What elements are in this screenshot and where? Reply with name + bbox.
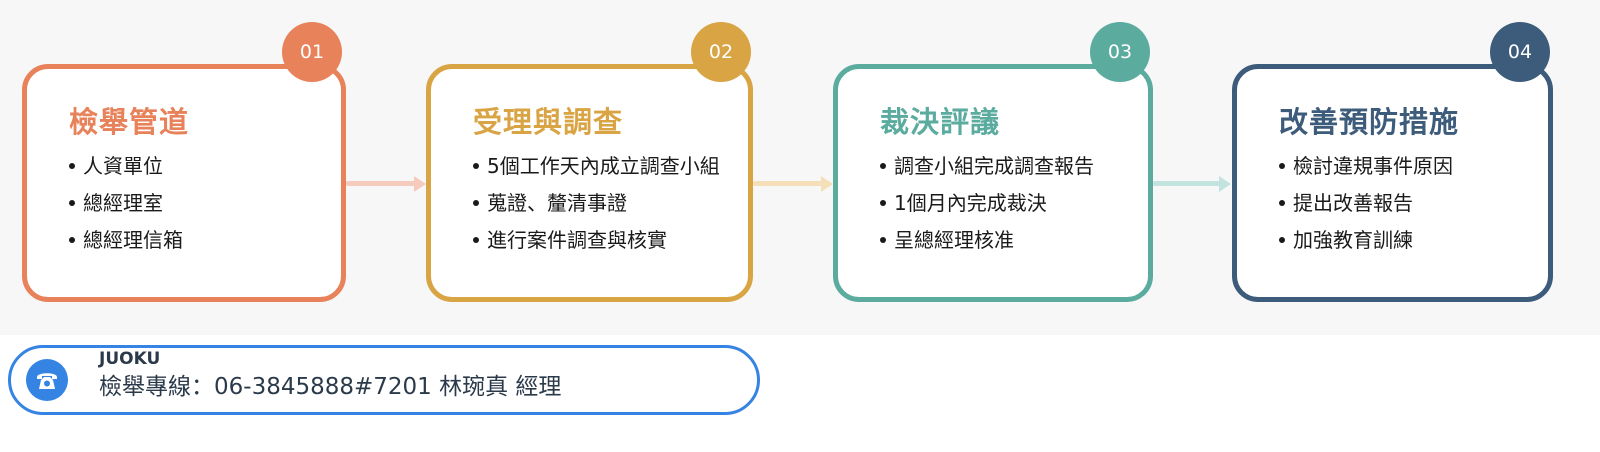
arrow-right-icon: [753, 176, 833, 192]
hotline-text: 檢舉專線：06-3845888#7201 林琬真 經理: [99, 374, 562, 400]
step-number-badge: 02: [691, 22, 751, 82]
step-number-badge: 01: [282, 22, 342, 82]
phone-icon: [26, 359, 68, 401]
hotline-contact-box: JUOKU 檢舉專線：06-3845888#7201 林琬真 經理: [8, 345, 760, 415]
bullet-icon: [880, 237, 886, 243]
bullet-icon: [1279, 200, 1285, 206]
step-card-4: 改善預防措施 檢討違規事件原因 提出改善報告 加強教育訓練: [1232, 64, 1553, 302]
bullet-icon: [473, 200, 479, 206]
step-item: 蒐證、釐清事證: [473, 188, 720, 225]
step-item: 提出改善報告: [1279, 188, 1453, 225]
step-item: 5個工作天內成立調查小組: [473, 151, 720, 188]
bullet-icon: [473, 237, 479, 243]
bullet-icon: [880, 163, 886, 169]
bullet-icon: [69, 200, 75, 206]
step-list: 5個工作天內成立調查小組 蒐證、釐清事證 進行案件調查與核實: [473, 151, 720, 262]
step-item: 檢討違規事件原因: [1279, 151, 1453, 188]
step-list: 檢討違規事件原因 提出改善報告 加強教育訓練: [1279, 151, 1453, 262]
step-item: 人資單位: [69, 151, 183, 188]
step-card-1: 檢舉管道 人資單位 總經理室 總經理信箱: [22, 64, 346, 302]
bullet-icon: [473, 163, 479, 169]
bullet-icon: [880, 200, 886, 206]
step-title: 檢舉管道: [69, 105, 190, 139]
step-item: 加強教育訓練: [1279, 225, 1453, 262]
step-list: 調查小組完成調查報告 1個月內完成裁決 呈總經理核准: [880, 151, 1094, 262]
process-flow: 檢舉管道 人資單位 總經理室 總經理信箱 01 受理與調查 5個工作天內成立調查…: [22, 22, 1553, 302]
step-number-badge: 03: [1090, 22, 1150, 82]
step-title: 改善預防措施: [1279, 105, 1460, 139]
step-item: 1個月內完成裁決: [880, 188, 1094, 225]
step-title: 受理與調查: [473, 105, 624, 139]
step-item: 調查小組完成調查報告: [880, 151, 1094, 188]
bullet-icon: [1279, 237, 1285, 243]
step-list: 人資單位 總經理室 總經理信箱: [69, 151, 183, 262]
step-number-badge: 04: [1490, 22, 1550, 82]
brand-name: JUOKU: [99, 349, 161, 369]
step-title: 裁決評議: [880, 105, 1001, 139]
step-card-3: 裁決評議 調查小組完成調查報告 1個月內完成裁決 呈總經理核准: [833, 64, 1153, 302]
arrow-right-icon: [346, 176, 426, 192]
step-item: 進行案件調查與核實: [473, 225, 720, 262]
step-item: 呈總經理核准: [880, 225, 1094, 262]
bullet-icon: [1279, 163, 1285, 169]
bullet-icon: [69, 163, 75, 169]
step-item: 總經理室: [69, 188, 183, 225]
arrow-right-icon: [1153, 176, 1233, 192]
step-card-2: 受理與調查 5個工作天內成立調查小組 蒐證、釐清事證 進行案件調查與核實: [426, 64, 753, 302]
step-item: 總經理信箱: [69, 225, 183, 262]
bullet-icon: [69, 237, 75, 243]
